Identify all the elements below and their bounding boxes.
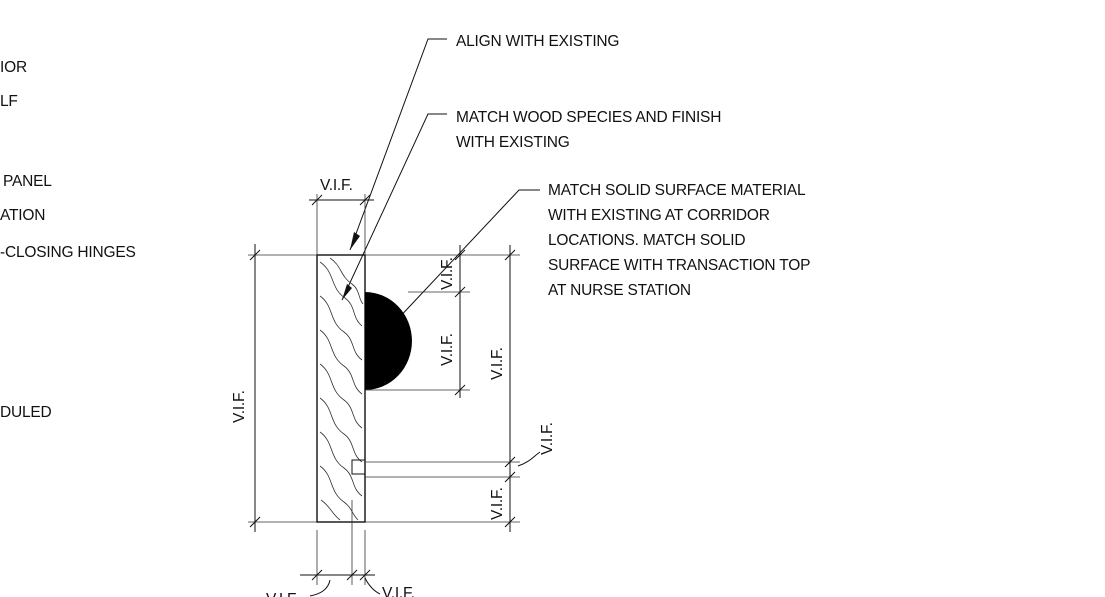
dim-outer-upper: V.I.F. (489, 347, 506, 380)
dim-right-bullnose: V.I.F. (439, 333, 456, 366)
leader-align (349, 38, 447, 251)
left-note-4: ATION (0, 207, 45, 224)
dim-top-width: V.I.F. (320, 177, 353, 194)
callout-solid-line-5: AT NURSE STATION (548, 282, 691, 299)
left-notes: IOR LF PANEL ATION -CLOSING HINGES DULED (0, 59, 136, 421)
groove-notch (351, 459, 365, 475)
left-note-3: PANEL (3, 173, 52, 190)
left-note-5: -CLOSING HINGES (0, 244, 136, 261)
callout-solid-line-1: MATCH SOLID SURFACE MATERIAL (548, 182, 806, 199)
callout-wood-line-1: MATCH WOOD SPECIES AND FINISH (456, 109, 721, 126)
callout-wood-line-2: WITH EXISTING (456, 134, 570, 151)
arrowhead-align (350, 232, 360, 250)
left-note-1: IOR (0, 59, 27, 76)
callout-solid-line-2: WITH EXISTING AT CORRIDOR (548, 207, 770, 224)
dim-bottom-right: V.I.F. (382, 585, 415, 597)
left-note-6: DULED (0, 404, 52, 421)
dim-groove: V.I.F. (539, 422, 556, 455)
callout-solid-line-3: LOCATIONS. MATCH SOLID (548, 232, 745, 249)
callout-notes: ALIGN WITH EXISTING MATCH WOOD SPECIES A… (456, 33, 810, 299)
left-note-2: LF (0, 93, 18, 110)
dim-outer-bottom: V.I.F. (489, 487, 506, 520)
leader-solid (394, 189, 540, 323)
wood-section (316, 254, 412, 523)
callout-align-text: ALIGN WITH EXISTING (456, 33, 619, 50)
leader-wood (341, 113, 447, 301)
dim-bottom-left: V.I.F. (266, 591, 299, 597)
dim-right-top-offset: V.I.F. (439, 257, 456, 290)
leader-lines (341, 38, 540, 323)
dimensions: V.I.F. V.I.F. V.I.F. V.I.F. V.I.F. V.I.F… (231, 177, 556, 597)
dim-left-height: V.I.F. (231, 390, 248, 423)
arrowhead-wood (342, 284, 352, 300)
callout-solid-line-4: SURFACE WITH TRANSACTION TOP (548, 257, 810, 274)
solid-surface-bullnose (365, 292, 412, 390)
